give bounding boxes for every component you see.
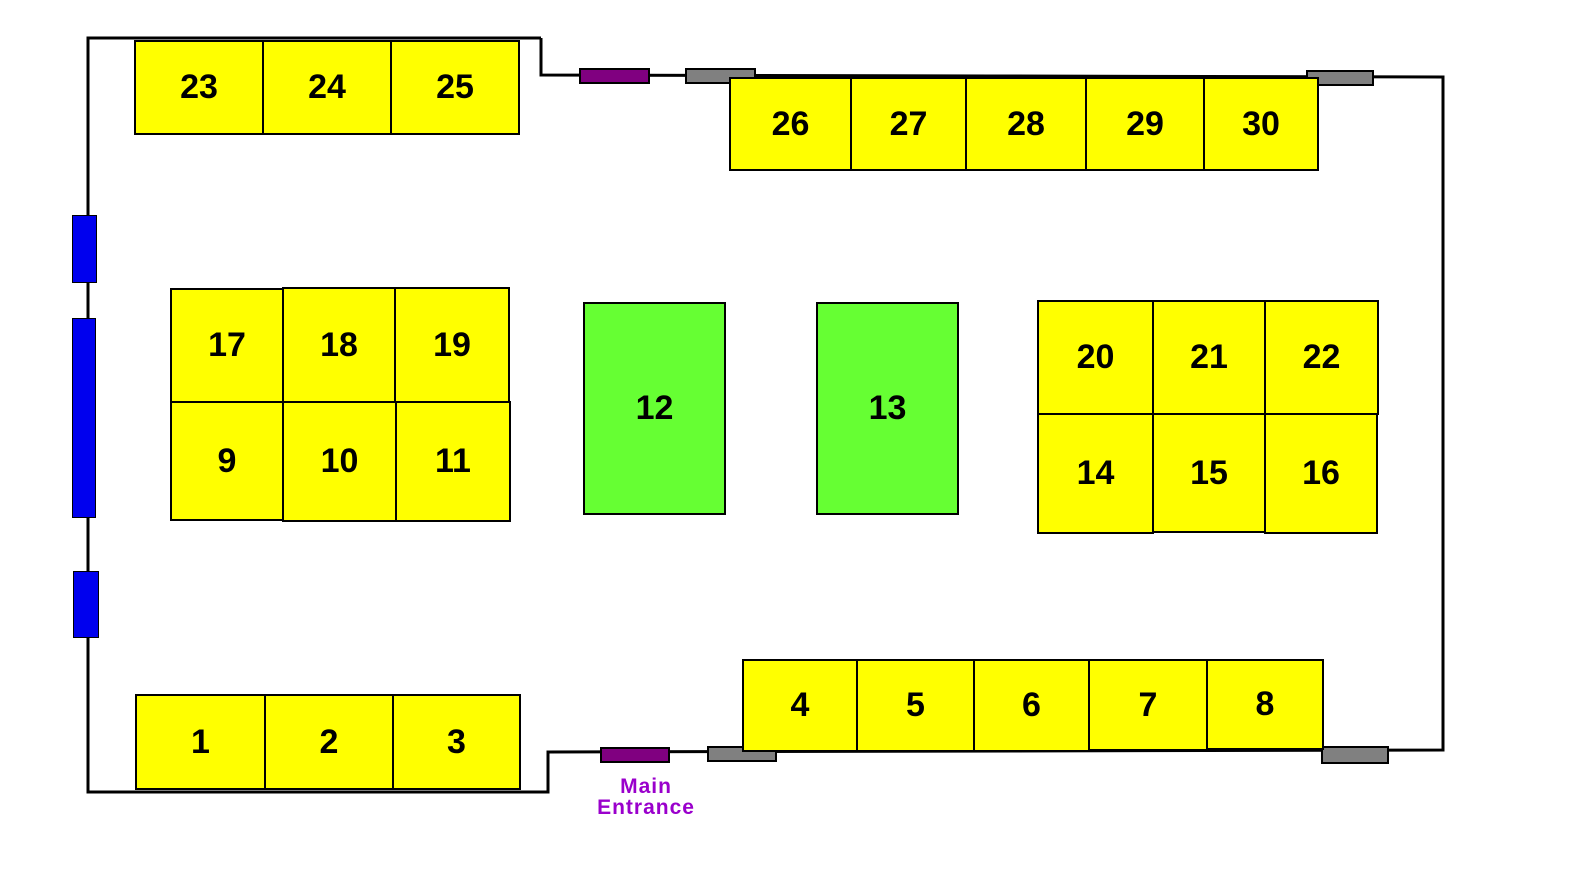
booth-number: 14 <box>1076 454 1115 492</box>
booth-number: 8 <box>1255 685 1275 723</box>
booth-number: 4 <box>790 686 810 724</box>
booth-18[interactable]: 18 <box>282 287 396 403</box>
main-entrance-door <box>600 747 670 763</box>
booth-number: 18 <box>320 325 358 364</box>
booth-20[interactable]: 20 <box>1037 300 1154 415</box>
booth-number: 13 <box>868 389 907 427</box>
booth-3[interactable]: 3 <box>392 694 521 790</box>
booth-9[interactable]: 9 <box>170 401 284 521</box>
booth-21[interactable]: 21 <box>1152 300 1266 415</box>
booth-30[interactable]: 30 <box>1203 77 1319 171</box>
entrance-line2: Entrance <box>597 796 695 819</box>
booth-number: 23 <box>180 68 218 106</box>
booth-14[interactable]: 14 <box>1037 413 1154 534</box>
booth-number: 6 <box>1022 686 1041 724</box>
booth-number: 7 <box>1138 685 1158 724</box>
booth-number: 9 <box>217 441 237 480</box>
booth-24[interactable]: 24 <box>262 40 392 135</box>
booth-13[interactable]: 13 <box>816 302 959 515</box>
booth-2[interactable]: 2 <box>264 694 394 790</box>
booth-1[interactable]: 1 <box>135 694 266 790</box>
booth-number: 26 <box>771 104 810 143</box>
door-bottom-gray-2 <box>1321 746 1389 764</box>
booth-number: 19 <box>433 325 471 364</box>
window-left-2 <box>72 318 96 518</box>
window-left-3 <box>73 571 99 638</box>
booth-number: 3 <box>447 722 466 761</box>
booth-number: 1 <box>191 722 210 761</box>
booth-number: 24 <box>308 68 346 106</box>
door-top-purple <box>579 68 650 84</box>
booth-11[interactable]: 11 <box>395 401 511 522</box>
booth-4[interactable]: 4 <box>742 659 858 752</box>
booth-27[interactable]: 27 <box>850 77 967 171</box>
booth-17[interactable]: 17 <box>170 288 284 403</box>
booth-number: 15 <box>1190 453 1228 492</box>
booth-28[interactable]: 28 <box>965 77 1087 171</box>
main-entrance-label: Main Entrance <box>560 776 732 818</box>
booth-number: 5 <box>906 686 925 724</box>
booth-22[interactable]: 22 <box>1264 300 1379 415</box>
booth-19[interactable]: 19 <box>394 287 510 403</box>
booth-23[interactable]: 23 <box>134 40 264 135</box>
entrance-line1: Main <box>620 775 672 798</box>
booth-number: 28 <box>1007 104 1045 143</box>
booth-number: 20 <box>1076 338 1115 376</box>
booth-10[interactable]: 10 <box>282 401 397 522</box>
booth-number: 11 <box>435 442 471 480</box>
booth-5[interactable]: 5 <box>856 659 975 752</box>
booth-number: 17 <box>208 326 246 364</box>
booth-6[interactable]: 6 <box>973 659 1090 752</box>
booth-number: 30 <box>1242 104 1280 143</box>
booth-number: 27 <box>889 104 928 143</box>
booth-number: 12 <box>635 389 674 427</box>
booth-number: 10 <box>320 442 359 480</box>
booth-number: 2 <box>319 722 339 761</box>
booth-15[interactable]: 15 <box>1152 413 1266 533</box>
booth-26[interactable]: 26 <box>729 77 852 171</box>
booth-number: 16 <box>1302 454 1340 492</box>
booth-number: 25 <box>436 68 474 106</box>
booth-12[interactable]: 12 <box>583 302 726 515</box>
booth-number: 21 <box>1190 338 1228 376</box>
booth-29[interactable]: 29 <box>1085 77 1205 171</box>
booth-number: 22 <box>1302 338 1341 376</box>
booth-number: 29 <box>1126 104 1164 143</box>
booth-7[interactable]: 7 <box>1088 659 1208 751</box>
window-left-1 <box>72 215 97 283</box>
booth-8[interactable]: 8 <box>1206 659 1324 750</box>
booth-16[interactable]: 16 <box>1264 413 1378 534</box>
booth-25[interactable]: 25 <box>390 40 520 135</box>
